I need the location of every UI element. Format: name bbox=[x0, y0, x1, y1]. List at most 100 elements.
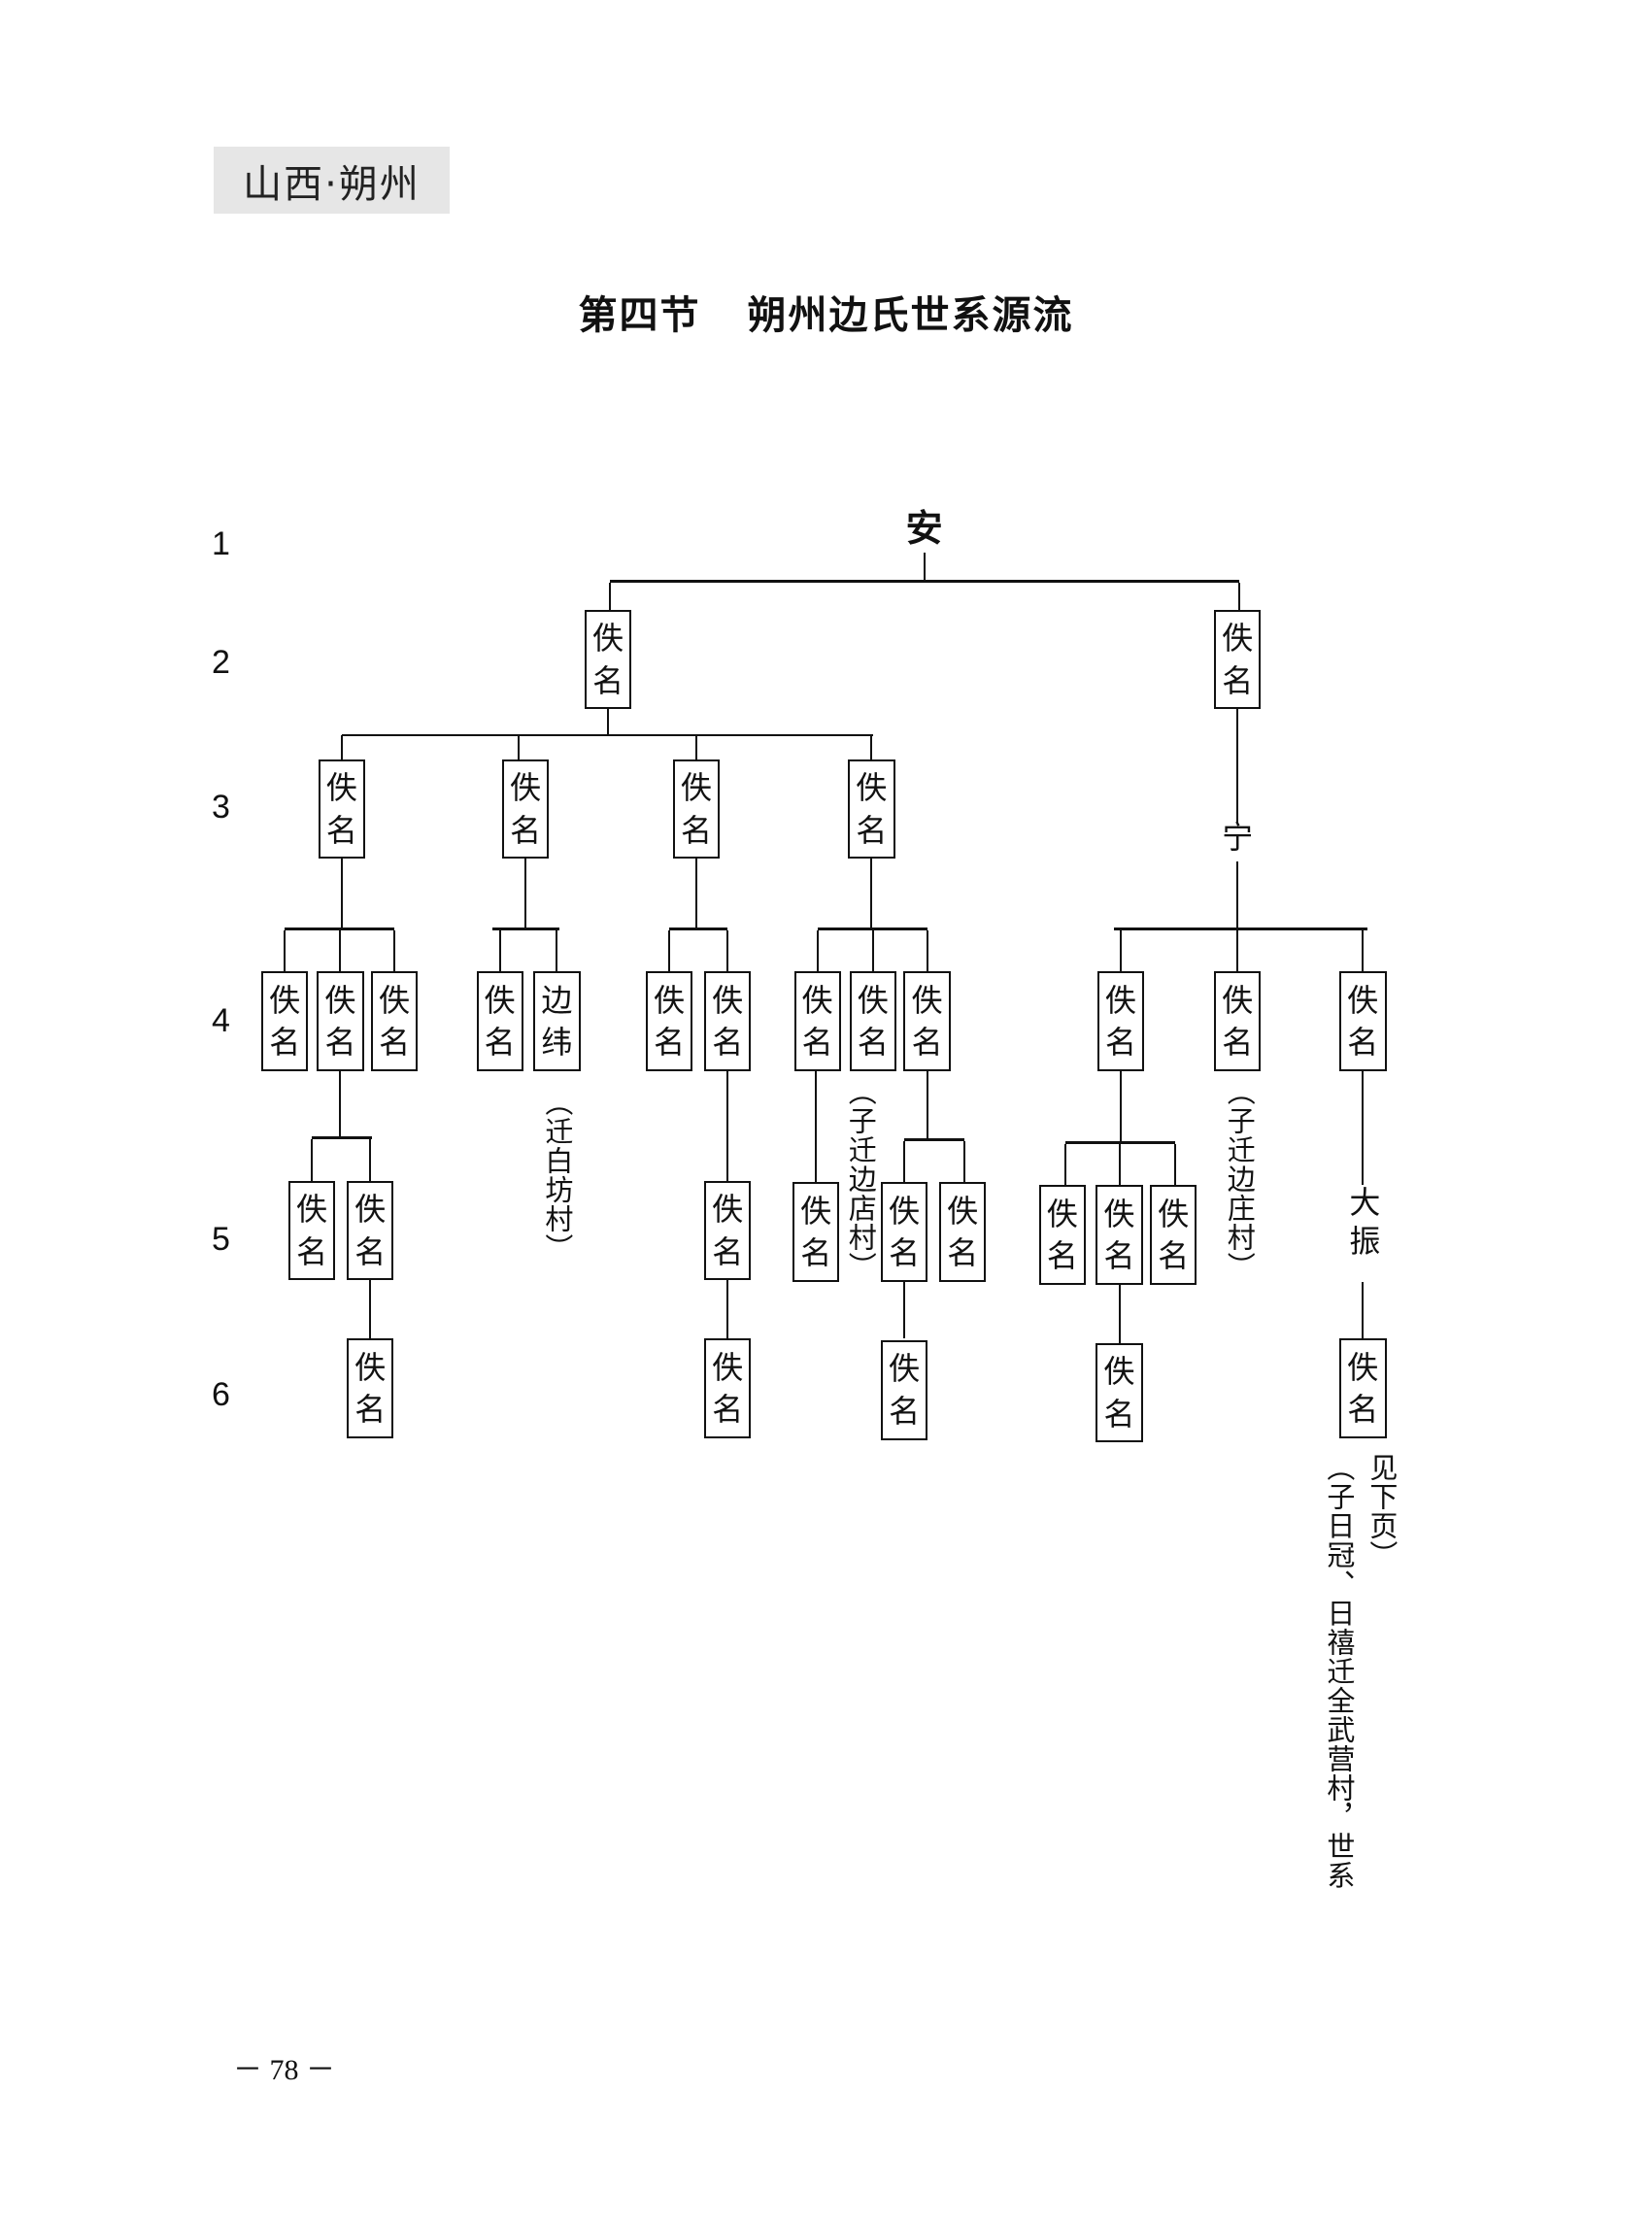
person-box: 佚名 bbox=[476, 971, 523, 1071]
connector-line bbox=[817, 927, 927, 930]
person-ning: 宁 bbox=[1222, 819, 1254, 857]
connector-line bbox=[1063, 1143, 1066, 1186]
connector-line bbox=[726, 1069, 729, 1181]
person-name-char: 佚 bbox=[712, 981, 744, 1019]
note-moved-quanwuying: （子日冠、日禧迁全武营村，世系 bbox=[1322, 1452, 1356, 1890]
person-name-char: 名 bbox=[1347, 1024, 1379, 1062]
person-name-char: 佚 bbox=[592, 620, 624, 658]
person-box: 佚名 bbox=[1038, 1185, 1087, 1285]
person-name-char: 佚 bbox=[801, 981, 833, 1019]
person-box: 佚名 bbox=[1214, 971, 1262, 1071]
connector-line bbox=[284, 929, 287, 972]
connector-line bbox=[285, 927, 395, 930]
person-name-char: 名 bbox=[856, 811, 888, 849]
person-name-char: 佚 bbox=[654, 981, 686, 1019]
connector-line bbox=[926, 929, 928, 972]
connector-line bbox=[524, 859, 527, 930]
generation-label: 2 bbox=[212, 643, 230, 681]
person-name-char: 边 bbox=[541, 981, 573, 1019]
person-name-char: 佚 bbox=[1103, 1195, 1135, 1232]
person-box: 佚名 bbox=[1339, 971, 1387, 1071]
person-name-char: 佚 bbox=[325, 769, 357, 807]
person-name-char: 名 bbox=[889, 1234, 921, 1272]
person-name-char: 名 bbox=[1222, 661, 1254, 699]
connector-line bbox=[923, 552, 926, 583]
person-name-char: 名 bbox=[484, 1024, 516, 1062]
connector-line bbox=[1236, 861, 1239, 930]
connector-line bbox=[498, 929, 501, 972]
person-box: 佚名 bbox=[287, 1180, 336, 1281]
person-box: 佚名 bbox=[849, 971, 897, 1071]
section-tag: 山西·朔州 bbox=[214, 147, 450, 214]
connector-line bbox=[669, 927, 728, 930]
connector-line bbox=[312, 1136, 372, 1140]
person-name-char: 名 bbox=[947, 1234, 979, 1272]
person-name-char: 佚 bbox=[510, 769, 542, 807]
person-name-char: 佚 bbox=[1222, 620, 1254, 658]
note-moved-bianzhuang: （子迁边庄村） bbox=[1223, 1076, 1257, 1281]
person-name-char: 纬 bbox=[541, 1024, 573, 1062]
connector-line bbox=[339, 929, 342, 972]
connector-line bbox=[870, 734, 873, 759]
person-name-char: 佚 bbox=[712, 1191, 744, 1229]
person-box: 佚名 bbox=[903, 971, 951, 1071]
connector-line bbox=[339, 1069, 342, 1140]
person-box: 佚名 bbox=[1339, 1338, 1387, 1439]
person-box: 佚名 bbox=[939, 1182, 987, 1282]
person-box: 佚名 bbox=[880, 1339, 928, 1440]
person-name-char: 名 bbox=[1347, 1391, 1379, 1429]
person-box: 佚名 bbox=[1096, 971, 1145, 1071]
connector-line bbox=[556, 929, 558, 972]
connector-line bbox=[726, 929, 729, 972]
person-name-char: 佚 bbox=[889, 1350, 921, 1388]
person-name-char: 佚 bbox=[324, 981, 356, 1019]
connector-line bbox=[1236, 929, 1239, 972]
person-name-char: 名 bbox=[712, 1232, 744, 1270]
connector-line bbox=[668, 929, 671, 972]
person-name-char: 名 bbox=[1222, 1024, 1254, 1062]
person-box: 佚名 bbox=[1214, 609, 1262, 710]
person-name-char: 名 bbox=[1103, 1395, 1135, 1433]
person-box: 佚名 bbox=[704, 971, 752, 1071]
connector-line bbox=[1118, 1284, 1121, 1343]
connector-line bbox=[1120, 1069, 1123, 1144]
person-dazhen: 大振 bbox=[1344, 1186, 1382, 1265]
person-name-char: 佚 bbox=[712, 1348, 744, 1386]
person-name-char: 佚 bbox=[269, 981, 301, 1019]
connector-line bbox=[340, 734, 343, 759]
connector-line bbox=[962, 1140, 965, 1183]
connector-line bbox=[903, 1140, 906, 1183]
generation-label: 4 bbox=[212, 1002, 230, 1040]
person-name-char: 佚 bbox=[1158, 1195, 1190, 1232]
note-moved-baifang: （迁白坊村） bbox=[540, 1088, 574, 1264]
person-box: 边纬 bbox=[533, 971, 581, 1071]
connector-line bbox=[369, 1139, 372, 1181]
person-name-char: 佚 bbox=[889, 1192, 921, 1230]
connector-line bbox=[1113, 927, 1367, 930]
person-name-char: 名 bbox=[1105, 1024, 1137, 1062]
note-see-next-page: 见下页） bbox=[1365, 1452, 1399, 1569]
person-name-char: 佚 bbox=[484, 981, 516, 1019]
connector-line bbox=[492, 927, 560, 930]
connector-line bbox=[1362, 929, 1365, 972]
person-name-char: 佚 bbox=[1103, 1353, 1135, 1391]
person-name-char: 名 bbox=[354, 1232, 387, 1270]
connector-line bbox=[1064, 1140, 1175, 1144]
person-box: 佚名 bbox=[347, 1338, 394, 1439]
page-title: 第四节朔州边氏世系源流 bbox=[0, 284, 1652, 340]
connector-line bbox=[393, 929, 396, 972]
connector-line bbox=[695, 859, 698, 930]
title-text: 朔州边氏世系源流 bbox=[747, 293, 1074, 338]
generation-label: 1 bbox=[212, 525, 230, 563]
connector-line bbox=[816, 929, 819, 972]
connector-line bbox=[607, 707, 610, 735]
note-moved-biandian: （子迁边店村） bbox=[844, 1076, 878, 1281]
person-box: 佚名 bbox=[501, 759, 550, 860]
person-name-char: 名 bbox=[1103, 1237, 1135, 1275]
person-name-char: 名 bbox=[654, 1024, 686, 1062]
connector-line bbox=[1362, 1281, 1365, 1339]
person-name-char: 名 bbox=[889, 1392, 921, 1430]
person-name-char: 名 bbox=[911, 1024, 943, 1062]
connector-line bbox=[815, 1069, 818, 1183]
person-box: 佚名 bbox=[318, 759, 366, 860]
